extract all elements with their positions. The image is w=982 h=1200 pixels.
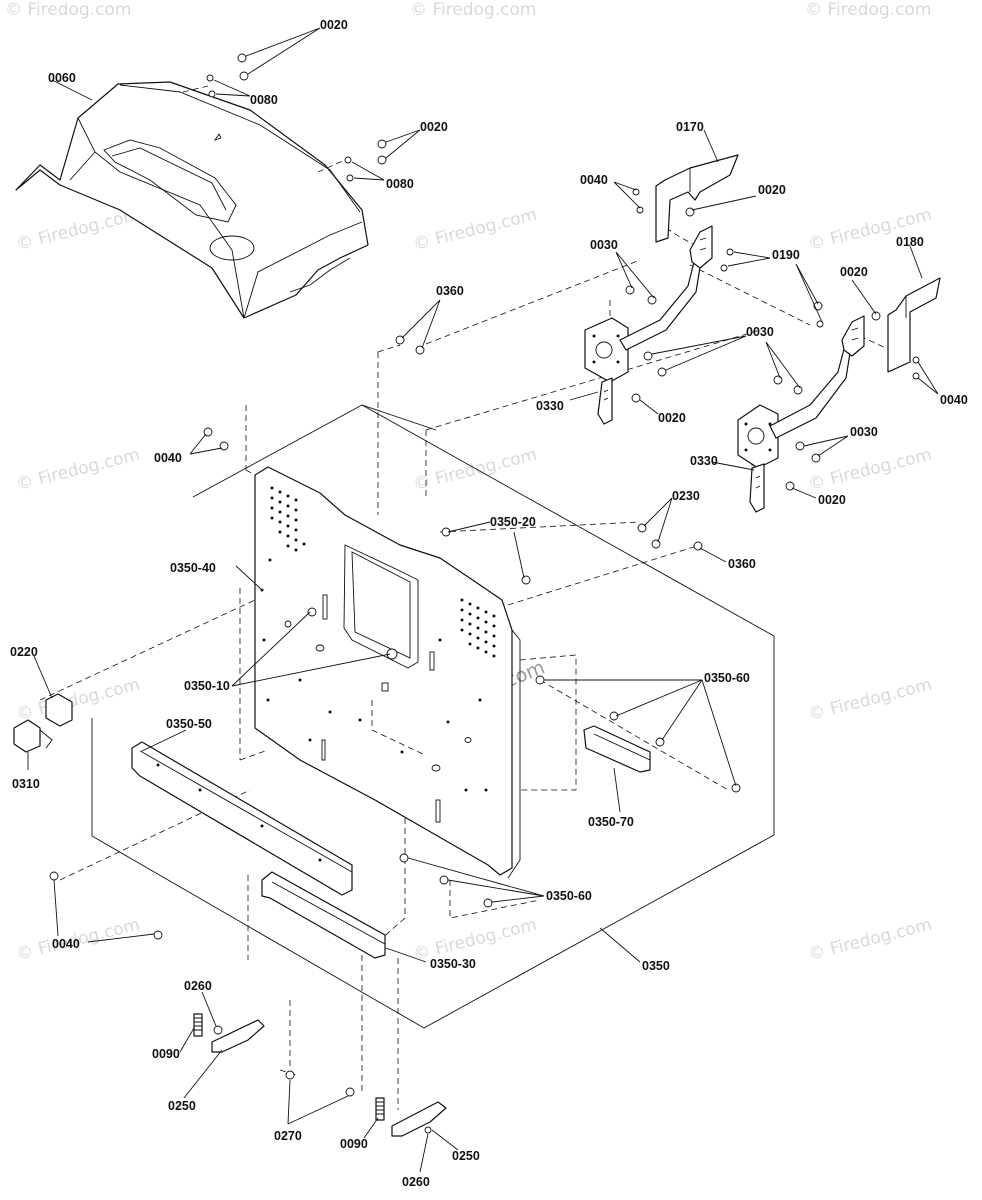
callout-label: 0220 [10,645,38,659]
callout-label: 0020 [320,18,348,32]
switch-0220 [13,693,73,753]
bracket-0350-70 [583,725,651,773]
vent-grid-left [270,486,306,552]
watermark: © Firedog.com [806,445,934,495]
callout-label: 0350-20 [490,515,536,529]
callout-label: 0060 [48,71,76,85]
angle-bar-0350-50 [131,741,353,896]
main-panel-part [254,466,521,879]
callout-label: 0030 [590,238,618,252]
callout-label: 0020 [420,120,448,134]
frame-outline [91,404,775,1029]
callout-label: 0250 [452,1149,480,1163]
callout-label: 0020 [840,265,868,279]
callout-label: 0040 [154,451,182,465]
bracket-0330-right [737,315,865,513]
callout-label: 0020 [658,411,686,425]
callout-label: 0260 [402,1175,430,1189]
callout-label: 0310 [12,777,40,791]
bracket-0350-30 [261,871,386,959]
watermark: © Firedog.com [5,0,131,20]
watermark: © Firedog.com [14,445,142,495]
callout-label: 0180 [896,235,924,249]
callout-label: 0080 [250,93,278,107]
callout-label: 0090 [340,1137,368,1151]
callout-label: 0250 [168,1099,196,1113]
callout-label: 0090 [152,1047,180,1061]
watermark: © Firedog.com [805,0,931,20]
callout-label: 0030 [746,325,774,339]
callout-label: 0330 [536,399,564,413]
hood-cover-part [15,81,369,319]
callout-label: 0350-10 [184,679,230,693]
callout-label: 0190 [772,248,800,262]
callout-label: 0350-50 [166,717,212,731]
callout-label: 0350-30 [430,957,476,971]
bracket-0330-left [584,225,713,425]
callout-label: 0020 [818,493,846,507]
watermark: © Firedog.com [806,915,934,965]
callout-label: 0350-60 [546,889,592,903]
callout-label: 0030 [850,425,878,439]
callout-label: 0350 [642,959,670,973]
callout-label: 0360 [728,557,756,571]
callout-label: 0350-60 [704,671,750,685]
plate-0180 [887,277,941,373]
leader-lines [27,27,939,1173]
watermark: © Firedog.com [806,675,934,725]
watermark: © Firedog.com [410,0,536,20]
callout-label: 0170 [676,120,704,134]
callout-label: 0260 [184,979,212,993]
callout-labels: 0020 0080 0060 0020 0080 0170 0040 0020 … [10,18,968,1189]
callout-label: 0350-70 [588,815,634,829]
callout-label: 0270 [274,1129,302,1143]
callout-label: 0330 [690,454,718,468]
lever-0250-right [375,1097,447,1137]
callout-label: 0350-40 [170,561,216,575]
callout-label: 0040 [580,173,608,187]
lever-0250-left [193,1013,265,1053]
callout-label: 0080 [386,177,414,191]
vent-grid-right [460,598,496,658]
callout-label: 0360 [436,284,464,298]
callout-label: 0040 [52,937,80,951]
plate-0170 [655,154,739,243]
callout-label: 0230 [672,489,700,503]
callout-label: 0020 [758,183,786,197]
callout-label: 0040 [940,393,968,407]
watermark: © Firedog.com [411,205,539,255]
watermark: © Firedog.com [411,445,539,495]
assembly-lines [39,85,891,1110]
